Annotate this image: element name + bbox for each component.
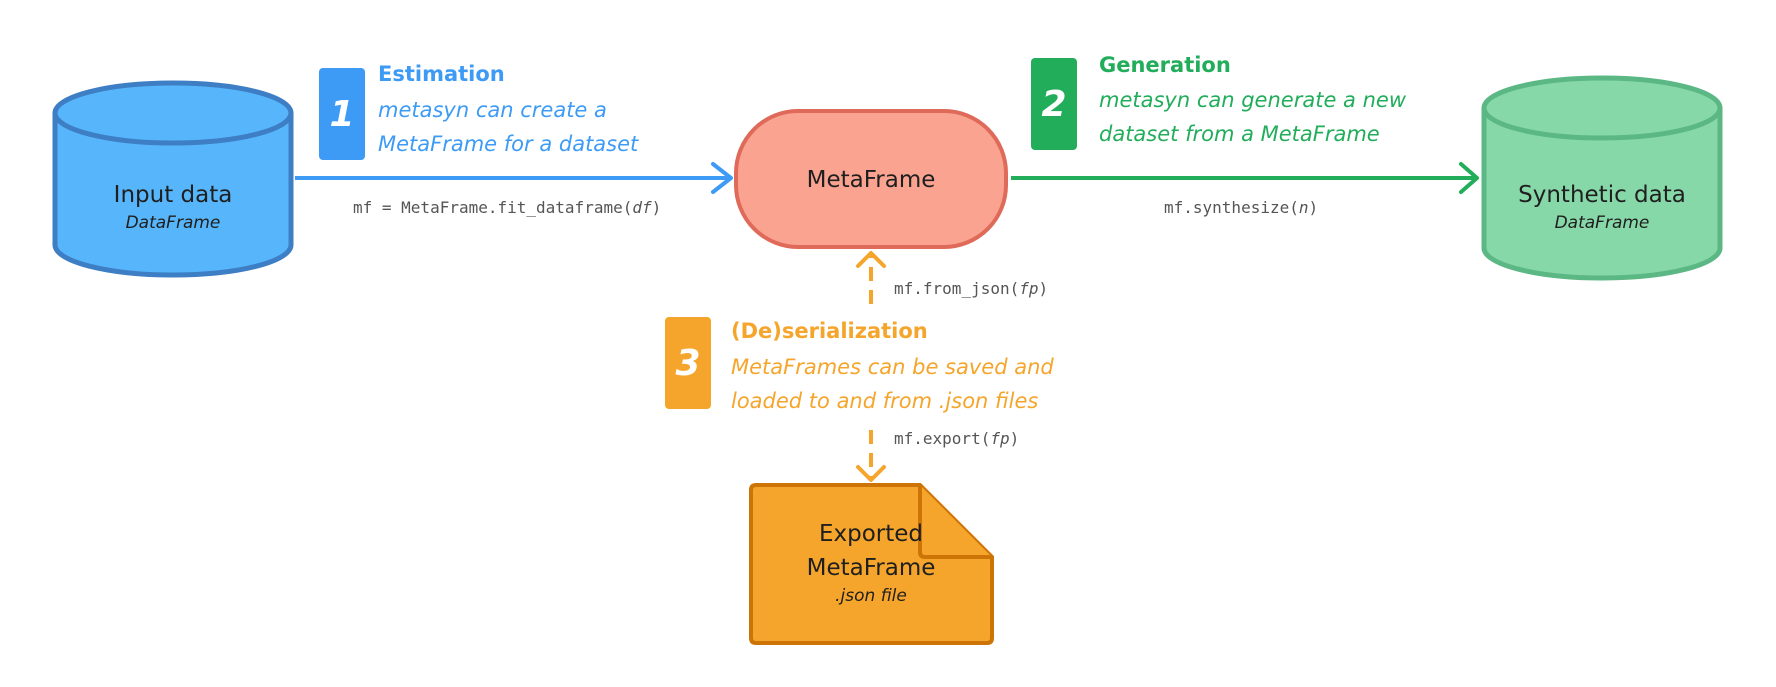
generation-desc-line1: metasyn can generate a new [1099, 88, 1406, 112]
synthetic-data-title: Synthetic data [1518, 182, 1686, 208]
serialization-desc-line2: loaded to and from .json files [731, 389, 1039, 413]
serialization-desc-line1: MetaFrames can be saved and [731, 355, 1054, 379]
step-2-badge: 2 [1031, 58, 1077, 150]
estimation-desc-line1: metasyn can create a [378, 98, 607, 122]
code-export-suffix: ) [1009, 429, 1020, 448]
input-data-title: Input data [113, 182, 233, 208]
code-from-json-suffix: ) [1038, 279, 1049, 298]
code-from-json-arg: fp [1019, 279, 1039, 298]
generation-desc-line2: dataset from a MetaFrame [1099, 122, 1380, 146]
from-json-arrow [856, 251, 886, 304]
synthetic-data-subtitle: DataFrame [1554, 213, 1650, 233]
step-1-badge: 1 [319, 68, 365, 160]
exported-title-line2: MetaFrame [806, 555, 936, 581]
code-synth-suffix: ) [1308, 198, 1319, 217]
generation-title: Generation [1099, 53, 1231, 77]
exported-title-line1: Exported [818, 521, 924, 547]
code-export-arg: fp [990, 429, 1010, 448]
estimation-desc-line2: MetaFrame for a dataset [378, 132, 639, 156]
synthetic-data-cylinder [1481, 75, 1723, 281]
code-fit-arg: df [632, 198, 652, 217]
estimation-title: Estimation [378, 62, 505, 86]
code-fit-dataframe: mf = MetaFrame.fit_dataframe(df) [353, 198, 661, 217]
step-3-badge: 3 [665, 317, 711, 409]
code-from-json-prefix: mf.from_json( [894, 279, 1020, 298]
input-data-subtitle: DataFrame [125, 213, 221, 233]
exported-subtitle: .json file [835, 586, 907, 606]
input-data-cylinder [52, 80, 294, 278]
generation-arrow [1011, 162, 1479, 194]
code-export-prefix: mf.export( [894, 429, 991, 448]
code-synthesize: mf.synthesize(n) [1164, 198, 1318, 217]
code-export: mf.export(fp) [894, 429, 1019, 448]
estimation-arrow [295, 162, 733, 194]
code-fit-suffix: ) [651, 198, 662, 217]
exported-file-shape [749, 483, 994, 645]
code-synth-arg: n [1298, 198, 1309, 217]
serialization-title: (De)serialization [731, 319, 928, 343]
code-fit-prefix: mf = MetaFrame.fit_dataframe( [353, 198, 633, 217]
metaframe-box [734, 109, 1008, 249]
metaframe-title: MetaFrame [806, 167, 936, 193]
code-from-json: mf.from_json(fp) [894, 279, 1048, 298]
export-arrow [856, 430, 886, 482]
code-synth-prefix: mf.synthesize( [1164, 198, 1299, 217]
